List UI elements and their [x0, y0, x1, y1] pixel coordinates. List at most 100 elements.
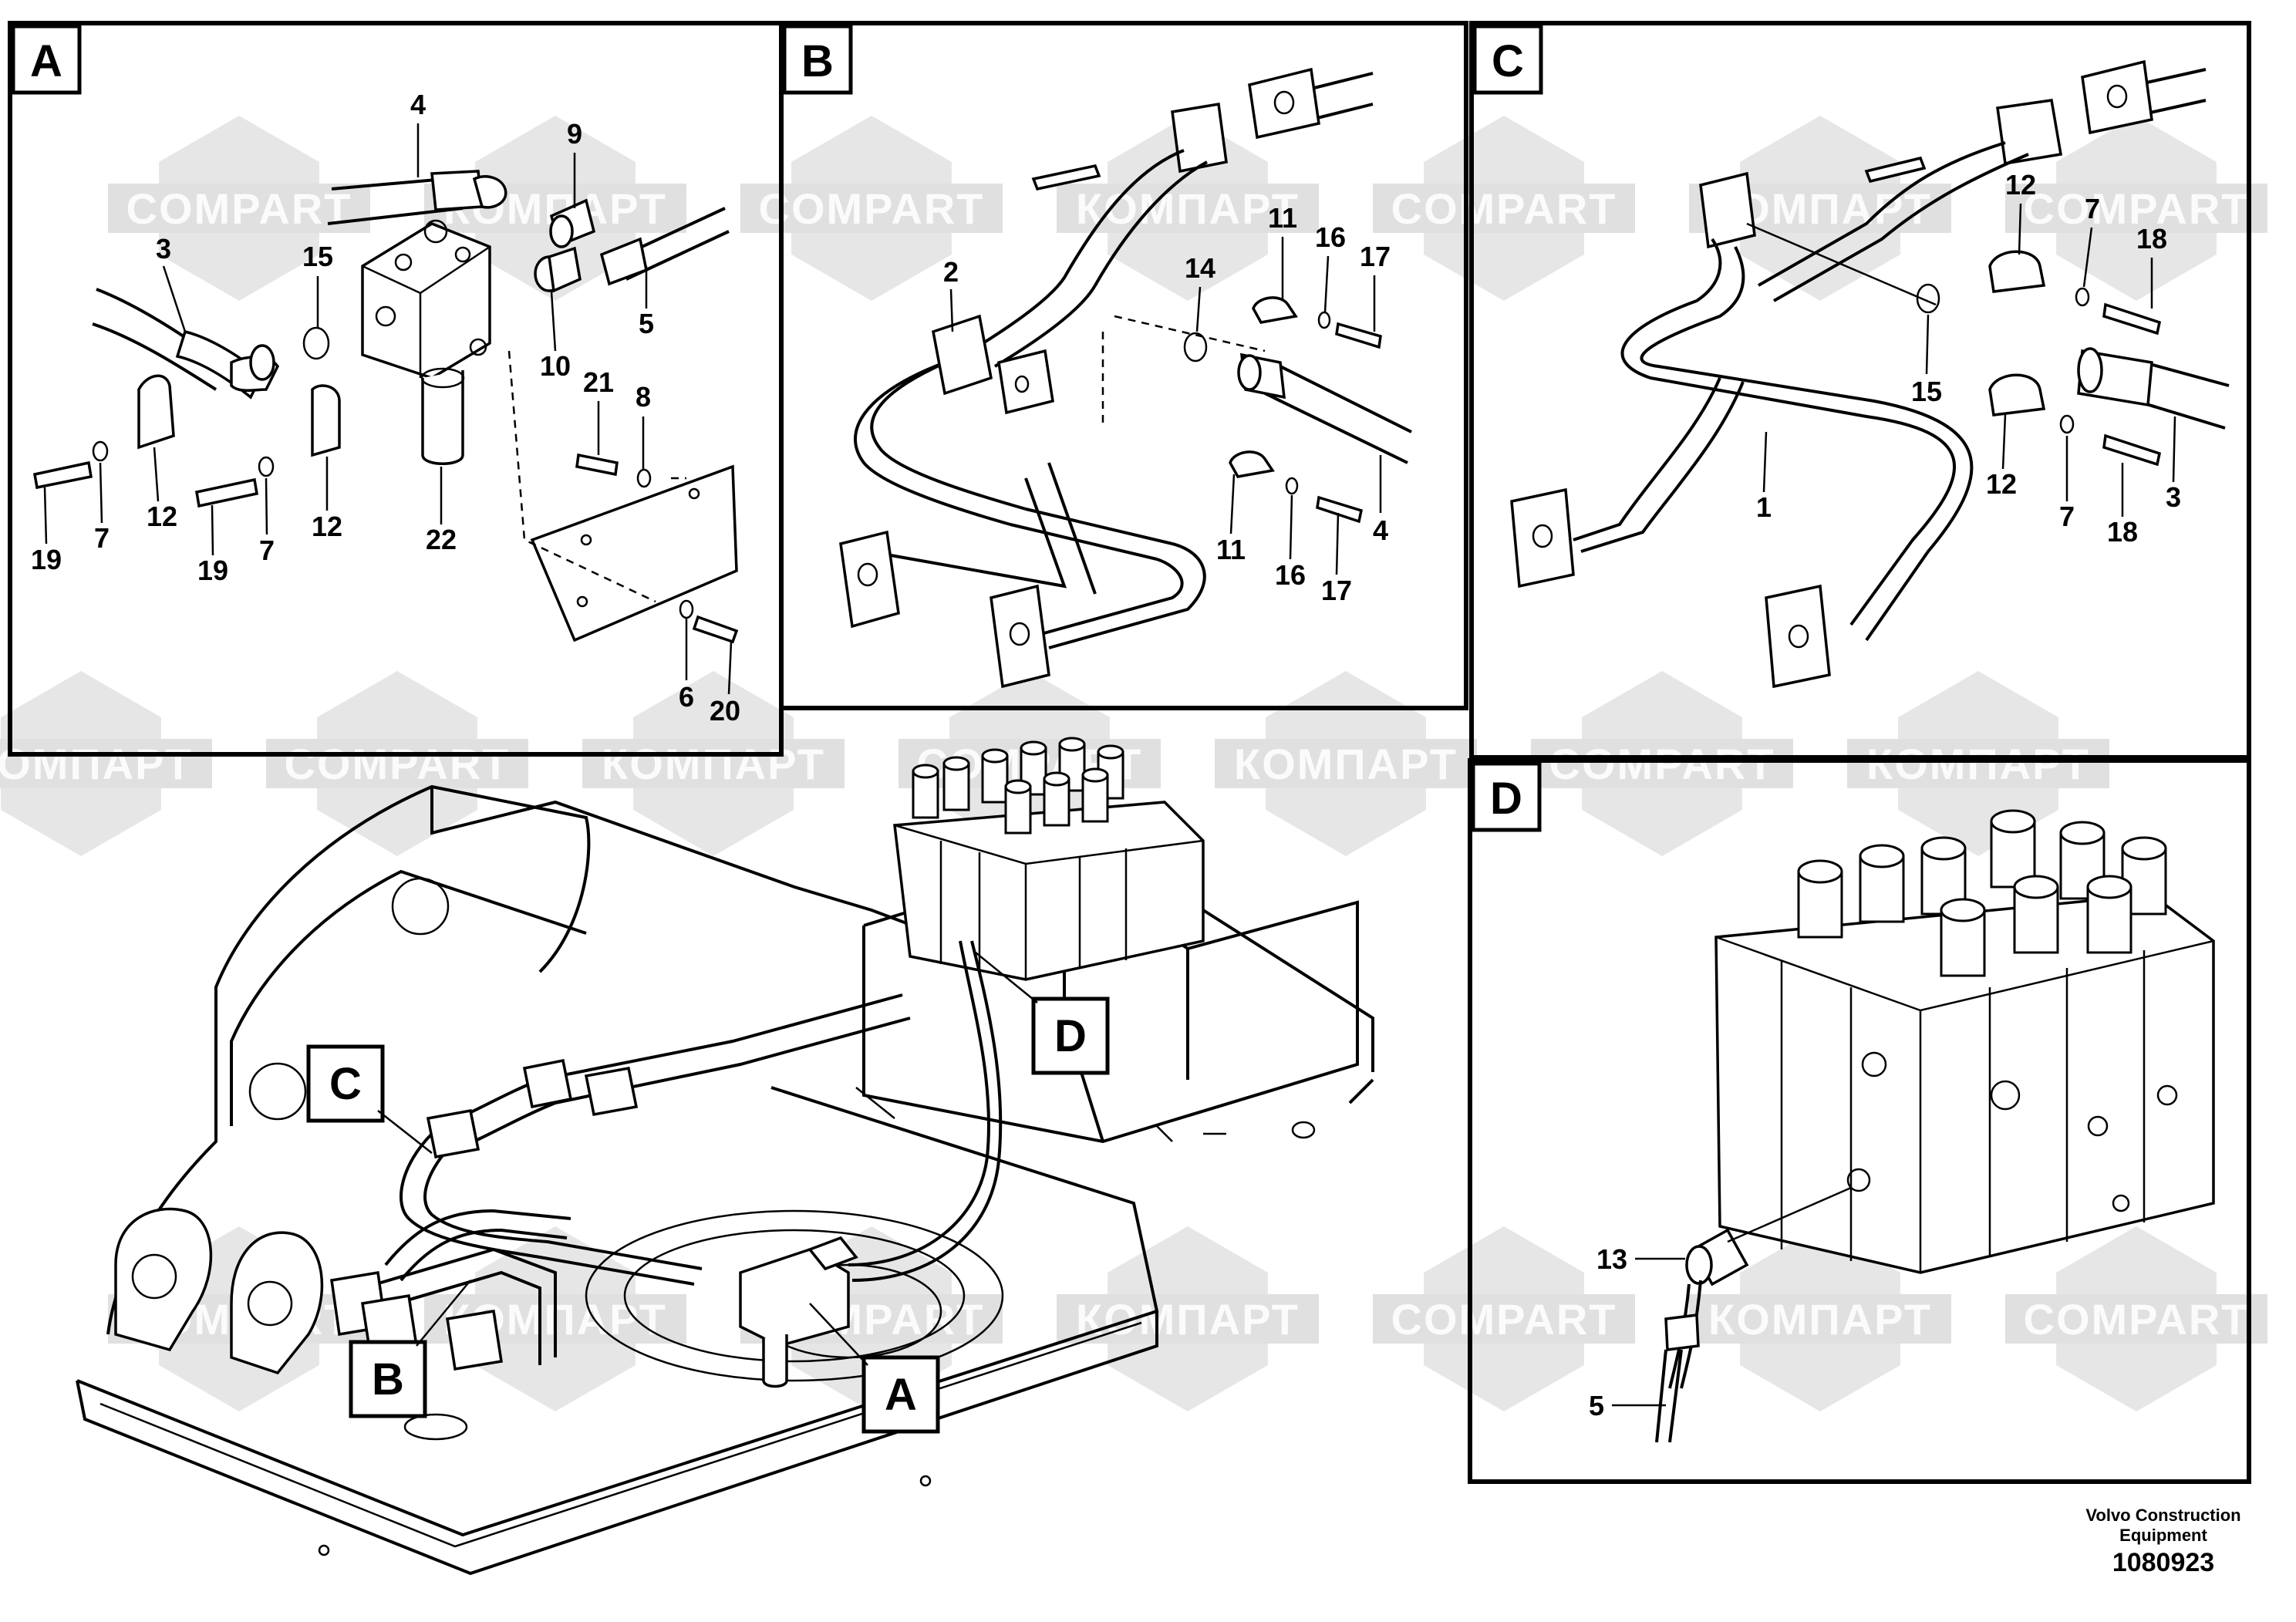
part-label-b-2: 2	[943, 256, 959, 288]
part-label-a-8: 8	[636, 381, 651, 413]
part-label-a-15: 15	[302, 241, 333, 272]
panel-b-tag: B	[782, 24, 853, 95]
watermark-text: КОМПАРТ	[1708, 1295, 1932, 1344]
part-label-b-16-top: 16	[1315, 221, 1346, 253]
panel-a-labels: 4 9 3 15 5 10 21 8 12 7 19 12 19 7 22 6 …	[31, 89, 740, 727]
watermark-band	[1057, 184, 1319, 233]
part-label-a-6: 6	[679, 681, 694, 713]
panel-a-frame	[8, 21, 784, 757]
watermark-band	[582, 739, 845, 788]
spool-cap-top	[1081, 767, 1109, 783]
spool-cap	[912, 770, 939, 819]
panel-b-frame	[779, 21, 1468, 710]
part-label-b-14: 14	[1185, 252, 1215, 284]
panel-c-frame	[1469, 21, 2251, 760]
part-label-a-5: 5	[639, 308, 654, 339]
panel-b-letter: B	[801, 36, 834, 86]
part-label-a-19-mid: 19	[197, 555, 228, 586]
watermark-band	[0, 739, 212, 788]
main-assembly-drawing	[76, 737, 1374, 1576]
footer-company-line1: Volvo Construction	[2085, 1506, 2240, 1525]
spool-cap-top	[1004, 779, 1032, 794]
panel-a-tag: A	[11, 24, 82, 95]
valve-spools	[1797, 809, 2167, 977]
part-label-a-22: 22	[426, 524, 457, 555]
part-label-c-3: 3	[2166, 481, 2181, 513]
spool-cap-top	[2121, 836, 2167, 861]
panel-d-tag: D	[1471, 761, 1542, 832]
callout-a: A	[809, 1303, 940, 1434]
watermark-text: КОМПАРТ	[1076, 184, 1300, 233]
part-label-b-16-bottom: 16	[1275, 559, 1306, 591]
watermark-band	[2005, 1294, 2267, 1344]
watermark-text: КОМПАРТ	[1076, 1295, 1300, 1344]
panel-b-labels: 2 11 16 17 14 4 11 16 17	[943, 202, 1391, 606]
callout-a-letter: A	[885, 1370, 917, 1420]
callout-c-letter: C	[329, 1059, 362, 1109]
watermark-band	[108, 184, 370, 233]
part-label-c-18-top: 18	[2136, 223, 2167, 255]
spool-cap	[1043, 777, 1070, 827]
footer: Volvo Construction Equipment 1080923	[2085, 1506, 2240, 1577]
part-label-c-15: 15	[1911, 376, 1942, 407]
watermark-band	[1373, 1294, 1635, 1344]
part-label-a-21: 21	[583, 366, 614, 398]
watermark-text: КОМПАРТ	[1866, 740, 2090, 788]
part-label-b-17-bottom: 17	[1321, 575, 1352, 606]
callout-b-letter: B	[372, 1354, 404, 1404]
panel-c-labels: 12 7 18 15 12 7 18 3 1	[1756, 169, 2181, 548]
part-label-a-4: 4	[410, 89, 426, 120]
panel-c-tag: C	[1472, 24, 1543, 95]
panel-d-frame	[1468, 758, 2251, 1484]
part-label-b-11-top: 11	[1268, 202, 1297, 234]
spool-cap-top	[2013, 875, 2059, 899]
watermark-band	[1531, 739, 1793, 788]
part-label-c-1: 1	[1756, 491, 1772, 523]
part-label-c-18-bottom: 18	[2107, 516, 2138, 548]
spool-cap-top	[1940, 898, 1986, 922]
watermark-band	[1847, 739, 2109, 788]
part-label-c-7-bottom: 7	[2059, 501, 2075, 532]
spool-cap-top	[1797, 859, 1843, 884]
watermark-text: КОМПАРТ	[1234, 740, 1458, 788]
footer-company-line2: Equipment	[2119, 1526, 2207, 1545]
part-label-a-9: 9	[567, 118, 582, 150]
panel-c-drawing	[1510, 59, 2230, 689]
panel-b-drawing	[839, 67, 1412, 689]
part-label-c-7-top: 7	[2085, 193, 2100, 224]
watermark-text: КОМПАРТ	[602, 740, 825, 788]
watermark-band	[266, 739, 528, 788]
part-label-d-13: 13	[1596, 1243, 1627, 1275]
spool-cap	[2059, 831, 2106, 900]
part-label-a-12-mid: 12	[312, 511, 342, 542]
part-label-b-17-top: 17	[1360, 241, 1391, 272]
watermark-text: COMPART	[2024, 1295, 2250, 1344]
watermark-text: COMPART	[759, 184, 985, 233]
watermark-band	[1215, 739, 1477, 788]
main-valve-spools	[912, 737, 1124, 835]
part-label-a-12-left: 12	[147, 501, 177, 532]
part-label-b-4: 4	[1373, 514, 1388, 546]
part-label-a-7-left: 7	[94, 522, 110, 554]
watermark-text: COMPART	[1391, 184, 1617, 233]
spool-cap-top	[2059, 821, 2106, 845]
part-label-a-7-mid: 7	[259, 534, 275, 566]
watermark-band	[1689, 1294, 1951, 1344]
panel-c-letter: C	[1492, 36, 1524, 86]
callout-d: D	[975, 952, 1110, 1075]
spool-cap-top	[912, 764, 939, 779]
watermark-band	[2005, 184, 2267, 233]
watermark-band	[1373, 184, 1635, 233]
watermark-text: КОМПАРТ	[0, 740, 193, 788]
spool-cap-top	[2086, 875, 2132, 899]
spool-cap-top	[942, 756, 970, 771]
spool-cap-top	[1058, 737, 1086, 752]
part-label-a-20: 20	[710, 695, 740, 727]
watermark-text: COMPART	[1391, 1295, 1617, 1344]
spool-cap-top	[1043, 771, 1070, 787]
panel-a-letter: A	[30, 36, 62, 86]
watermark-text: COMPART	[1549, 740, 1775, 788]
watermark-text: COMPART	[285, 740, 511, 788]
watermark-band	[740, 184, 1003, 233]
